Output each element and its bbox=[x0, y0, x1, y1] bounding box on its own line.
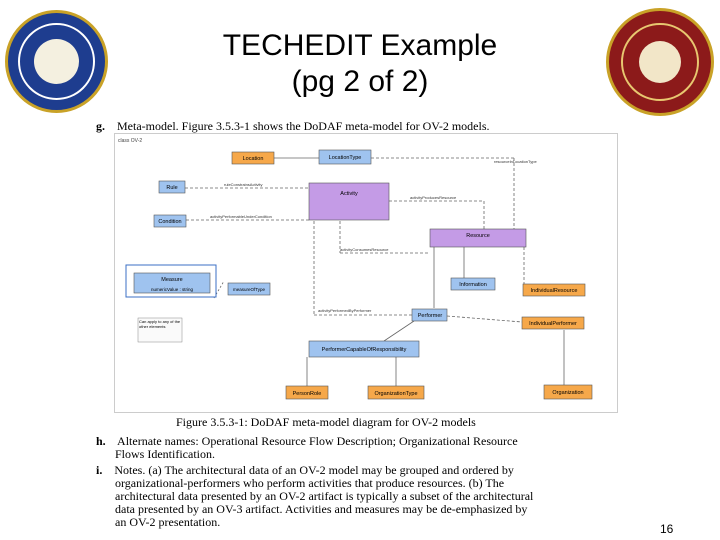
box-measure-label: Measure bbox=[161, 277, 182, 283]
seal-ring bbox=[18, 23, 95, 100]
item-i-line-5: an OV-2 presentation. bbox=[115, 515, 221, 529]
box-location bbox=[231, 151, 275, 165]
box-measure bbox=[133, 272, 211, 294]
box-person-role-label: PersonRole bbox=[293, 391, 322, 397]
item-g-label: g. bbox=[96, 119, 105, 133]
ov2-metamodel-diagram: class OV-2 Location LocationType Rule Ac… bbox=[114, 133, 618, 413]
box-individual-resource bbox=[522, 283, 586, 297]
item-i-line-2: organizational-performers who perform ac… bbox=[115, 476, 505, 490]
item-h-line-2: Flows Identification. bbox=[115, 447, 215, 461]
edge-capable-performer bbox=[383, 320, 415, 342]
box-measure-of-type bbox=[227, 282, 271, 296]
box-organization-type-label: OrganizationType bbox=[374, 391, 417, 397]
box-resource bbox=[429, 228, 527, 248]
box-person-role bbox=[285, 385, 329, 400]
box-location-label: Location bbox=[243, 156, 264, 162]
box-rule bbox=[158, 180, 186, 194]
box-individual-performer-label: IndividualPerformer bbox=[529, 321, 577, 327]
connectors bbox=[185, 157, 565, 386]
item-h-label: h. bbox=[96, 434, 106, 448]
box-performer-label: Performer bbox=[418, 313, 443, 319]
item-g-text: Meta-model. Figure 3.5.3-1 shows the DoD… bbox=[117, 119, 490, 133]
box-information bbox=[450, 277, 496, 291]
page-number: 16 bbox=[660, 522, 674, 536]
title-line-2: (pg 2 of 2) bbox=[291, 65, 429, 98]
edge-label-produces: activityProducesResource bbox=[410, 195, 457, 200]
figure-caption: Figure 3.5.3-1: DoDAF meta-model diagram… bbox=[176, 415, 476, 429]
box-rule-label: Rule bbox=[166, 185, 177, 191]
box-individual-performer bbox=[521, 316, 585, 330]
item-i-line-3: architectural data presented by an OV-2 … bbox=[115, 489, 534, 503]
box-measure-attr: numericValue : string bbox=[151, 287, 193, 292]
box-note-text: Can apply to any of the other elements bbox=[139, 319, 181, 329]
organization-seal-logo bbox=[606, 8, 714, 116]
box-resource-label: Resource bbox=[466, 233, 490, 239]
box-organization-type bbox=[367, 385, 425, 400]
slide-title: TECHEDIT Example (pg 2 of 2) bbox=[160, 28, 560, 100]
item-h-text-1: Alternate names: Operational Resource Fl… bbox=[117, 434, 518, 448]
edge-label-resource-location: resourceInLocationType bbox=[494, 159, 537, 164]
seal-ring bbox=[621, 23, 699, 101]
item-g: g. Meta-model. Figure 3.5.3-1 shows the … bbox=[96, 120, 490, 133]
box-performer bbox=[411, 308, 448, 322]
box-note bbox=[137, 317, 183, 343]
title-line-1: TECHEDIT Example bbox=[222, 29, 498, 62]
edge-label-consumes: activityConsumesResource bbox=[340, 247, 389, 252]
box-condition-label: Condition bbox=[158, 219, 181, 225]
box-performer-capable bbox=[308, 340, 420, 358]
box-measure-of-type-label: measureOfType bbox=[233, 287, 266, 292]
dod-seal-logo bbox=[5, 10, 108, 113]
item-i-line-4: data presented by an OV-3 artifact. Acti… bbox=[115, 502, 528, 516]
edge-label-condition: activityPerformableUnderCondition bbox=[210, 214, 272, 219]
edge-label-performed: activityPerformedByPerformer bbox=[318, 308, 372, 313]
box-organization-label: Organization bbox=[552, 390, 583, 396]
box-information-label: Information bbox=[459, 282, 487, 288]
edge-label-rule: ruleConstrainsActivity bbox=[224, 182, 262, 187]
box-activity bbox=[308, 182, 390, 221]
box-activity-label: Activity bbox=[340, 191, 358, 197]
box-performer-capable-label: PerformerCapableOfResponsibility bbox=[322, 347, 407, 353]
box-organization bbox=[543, 384, 593, 400]
eagle-emblem-icon bbox=[34, 39, 79, 84]
box-individual-resource-label: IndividualResource bbox=[531, 288, 578, 294]
box-location-type-label: LocationType bbox=[329, 155, 362, 161]
box-condition bbox=[153, 214, 187, 228]
edge-note bbox=[213, 280, 225, 299]
emblem-icon bbox=[639, 41, 681, 83]
edge-individualperformer bbox=[446, 315, 523, 323]
item-i-text-1: Notes. (a) The architectural data of an … bbox=[114, 463, 514, 477]
item-h-line-1: h. Alternate names: Operational Resource… bbox=[96, 435, 518, 448]
box-location-type bbox=[318, 149, 372, 165]
item-i-line-1: i. Notes. (a) The architectural data of … bbox=[96, 464, 514, 477]
item-i-label: i. bbox=[96, 463, 103, 477]
frame-label: class OV-2 bbox=[118, 138, 142, 144]
